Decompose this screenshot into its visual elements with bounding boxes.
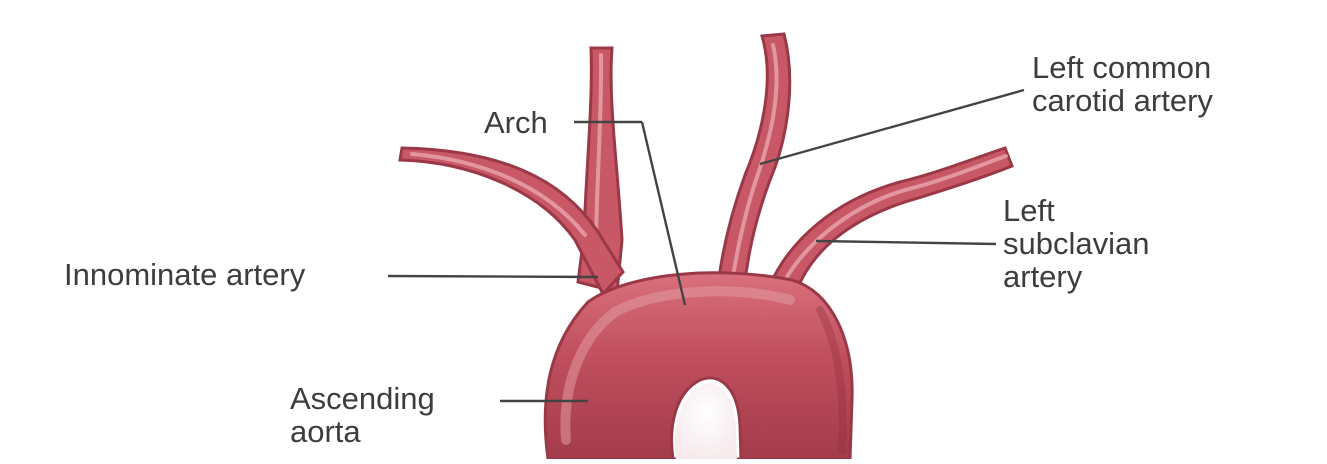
label-left-subclavian-line-3: artery (1003, 260, 1149, 293)
label-left-subclavian-line-2: subclavian (1003, 227, 1149, 260)
label-left-common-carotid-line-2: carotid artery (1032, 84, 1213, 117)
label-left-common-carotid-artery: Left common carotid artery (1032, 51, 1213, 117)
label-left-subclavian-artery: Left subclavian artery (1003, 194, 1149, 293)
label-left-subclavian-line-1: Left (1003, 194, 1149, 227)
label-ascending-aorta: Ascending aorta (290, 382, 435, 448)
left-common-carotid-branch (718, 34, 790, 290)
left-subclavian-branch (770, 148, 1012, 292)
label-arch: Arch (484, 106, 548, 139)
label-ascending-aorta-line-1: Ascending (290, 382, 435, 415)
label-left-common-carotid-line-1: Left common (1032, 51, 1213, 84)
innominate-leader-line (388, 276, 598, 277)
left-common-carotid-leader-line (760, 90, 1024, 164)
label-ascending-aorta-line-2: aorta (290, 415, 435, 448)
label-innominate-artery: Innominate artery (64, 258, 305, 291)
left-subclavian-leader-line (816, 241, 996, 244)
